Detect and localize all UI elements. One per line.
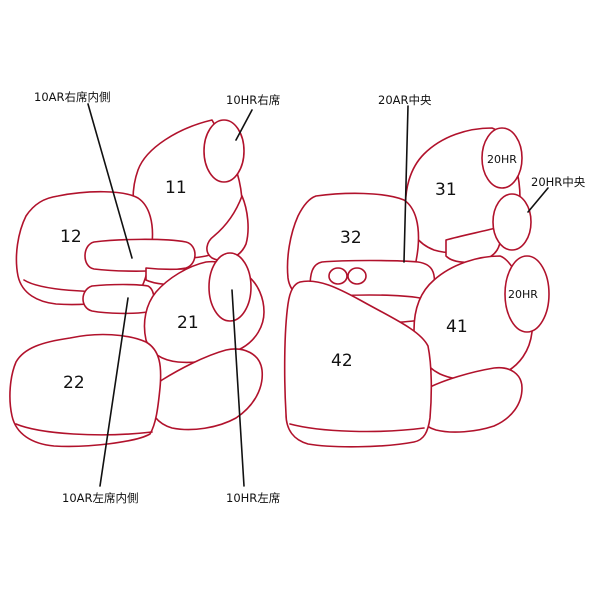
seat-number-21: 21 — [177, 313, 199, 333]
seat-number-11: 11 — [165, 178, 187, 198]
callout-20ar-center: 20AR中央 — [378, 93, 432, 107]
seat-42-cushion — [283, 280, 433, 448]
seat-number-22: 22 — [63, 373, 85, 393]
seat-number-12: 12 — [60, 227, 82, 247]
headrest-20hr-center — [492, 193, 532, 251]
cup-holder-left — [328, 267, 348, 285]
headrest-label-20hr-upper: 20HR — [487, 153, 517, 166]
seat-11-side — [206, 195, 249, 262]
seat-22-edge — [15, 423, 153, 436]
seat-number-31: 31 — [435, 180, 457, 200]
headrest-10hr-left — [208, 252, 252, 322]
armrest-10ar-left-inner — [82, 283, 155, 315]
seat-21-cushion — [148, 348, 263, 431]
headrest-label-20hr-lower: 20HR — [508, 288, 538, 301]
seat-number-41: 41 — [446, 317, 468, 337]
leader-20hr-center — [527, 187, 549, 213]
callout-10hr-right: 10HR右席 — [226, 93, 280, 107]
cup-holder-right — [347, 267, 367, 285]
leader-10ar-left-inner — [99, 297, 129, 487]
headrest-10hr-right — [203, 119, 245, 183]
seat-number-42: 42 — [331, 351, 353, 371]
leader-10hr-left — [231, 289, 245, 487]
seat-22-cushion — [9, 333, 162, 448]
callout-20hr-center: 20HR中央 — [531, 175, 586, 189]
armrest-10ar-right-inner — [84, 238, 196, 272]
leader-10hr-right — [235, 109, 253, 141]
leader-10ar-right-inner — [87, 103, 133, 259]
callout-10ar-right-inner: 10AR右席内側 — [34, 90, 111, 104]
seat-number-32: 32 — [340, 228, 362, 248]
callout-10ar-left-inner: 10AR左席内側 — [62, 491, 139, 505]
leader-20ar-center — [403, 105, 409, 263]
headrest-20hr-upper — [481, 127, 523, 189]
callout-10hr-left: 10HR左席 — [226, 491, 280, 505]
seat-31-side — [445, 227, 501, 264]
headrest-20hr-lower — [504, 255, 550, 333]
seat-42-edge — [289, 423, 425, 433]
